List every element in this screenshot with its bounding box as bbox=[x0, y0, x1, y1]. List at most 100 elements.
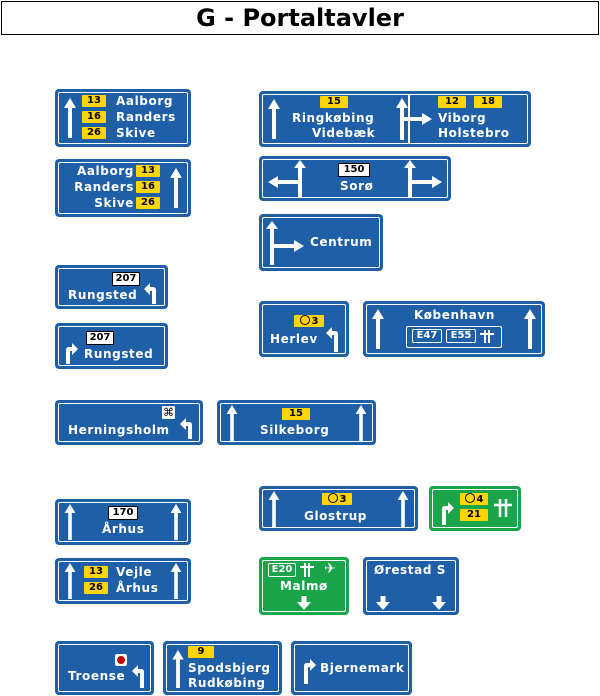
destination-label: Holstebro bbox=[438, 126, 510, 140]
ring-number: 3 bbox=[311, 316, 319, 327]
split-arrow-icon bbox=[396, 98, 432, 140]
destination-label: Rungsted bbox=[84, 347, 154, 361]
sign-ringkobing-viborg: 15 Ringkøbing Videbæk 12 18 Viborg Holst… bbox=[260, 92, 530, 146]
arrow-up-icon bbox=[170, 504, 182, 540]
arrow-down-icon bbox=[376, 596, 390, 610]
destination-label: Randers bbox=[116, 110, 176, 124]
route-number: 170 bbox=[108, 506, 138, 520]
sign-rungsted-left-turn: 207 Rungsted bbox=[56, 266, 167, 308]
turn-right-arrow-icon bbox=[304, 659, 316, 684]
destination-label: Herlev bbox=[270, 332, 318, 346]
arrow-up-icon bbox=[170, 168, 182, 208]
sign-orestad-s: Ørestad S bbox=[364, 558, 458, 614]
route-number: 207 bbox=[112, 272, 140, 286]
arrow-up-icon bbox=[372, 308, 384, 350]
turn-left-arrow-icon bbox=[144, 283, 156, 304]
arrow-up-icon bbox=[64, 563, 76, 599]
destination-label: Sorø bbox=[340, 179, 374, 193]
split-left-arrow-icon bbox=[268, 160, 306, 198]
turn-left-arrow-icon bbox=[132, 665, 144, 688]
sign-aalborg-randers-skive-right-arrow: Aalborg Randers Skive 13 16 26 bbox=[56, 160, 190, 216]
destination-label: Spodsbjerg bbox=[188, 661, 271, 675]
destination-label: Videbæk bbox=[312, 126, 376, 140]
motorway-icon bbox=[480, 330, 494, 343]
airport-icon: ✈ bbox=[324, 561, 336, 577]
destination-label: Glostrup bbox=[304, 509, 367, 523]
destination-label: Herningsholm bbox=[68, 423, 170, 437]
ring-number: 4 bbox=[476, 494, 484, 505]
route-number: 13 bbox=[136, 165, 160, 177]
route-number: 150 bbox=[338, 163, 370, 177]
destination-label: Ringkøbing bbox=[292, 111, 375, 125]
route-number: 26 bbox=[84, 582, 108, 594]
destination-label: Randers bbox=[74, 180, 134, 194]
sign-aalborg-randers-skive-left-arrow: 13 16 26 Aalborg Randers Skive bbox=[56, 90, 190, 146]
ring-road-number: 4 bbox=[460, 493, 488, 505]
sign-arhus-170: 170 Århus bbox=[56, 500, 190, 544]
turn-left-arrow-icon bbox=[326, 327, 338, 352]
arrow-up-icon bbox=[268, 98, 280, 140]
arrow-down-icon bbox=[297, 596, 311, 610]
destination-label: København bbox=[414, 308, 496, 322]
route-number: 13 bbox=[84, 566, 108, 578]
arrow-up-icon bbox=[524, 308, 536, 350]
ferry-symbol-icon bbox=[115, 654, 127, 666]
route-number: E55 bbox=[446, 329, 476, 343]
route-number: 12 bbox=[438, 96, 466, 108]
arrow-up-icon bbox=[355, 405, 367, 441]
sign-herlev: 3 Herlev bbox=[260, 302, 348, 356]
destination-label: Ørestad S bbox=[374, 563, 447, 577]
destination-label: Bjernemark bbox=[320, 661, 405, 675]
arrow-down-icon bbox=[432, 596, 446, 610]
route-number: 9 bbox=[188, 646, 214, 658]
motorway-route-box bbox=[406, 326, 502, 348]
sign-kobenhavn: København E47 E55 bbox=[364, 302, 544, 356]
sign-troense: Troense bbox=[56, 642, 153, 694]
route-number: 13 bbox=[82, 95, 106, 107]
ring-number: 3 bbox=[339, 494, 347, 505]
route-number: 15 bbox=[320, 96, 348, 108]
split-right-arrow-icon bbox=[404, 160, 442, 198]
sign-bjernemark: Bjernemark bbox=[292, 642, 411, 694]
destination-label: Rungsted bbox=[68, 288, 138, 302]
turn-right-arrow-icon bbox=[442, 502, 454, 525]
route-number: 26 bbox=[136, 197, 160, 209]
sign-spodsbjerg-rudkobing: 9 Spodsbjerg Rudkøbing bbox=[164, 642, 281, 694]
sign-centrum: Centrum bbox=[260, 215, 382, 270]
motorway-icon bbox=[300, 563, 314, 577]
sign-ring4-route21: 4 21 bbox=[430, 487, 520, 530]
arrow-up-icon bbox=[268, 491, 280, 527]
route-number: 16 bbox=[136, 181, 160, 193]
destination-label: Aalborg bbox=[116, 94, 174, 108]
destination-label: Skive bbox=[94, 196, 134, 210]
destination-label: Troense bbox=[68, 669, 126, 683]
arrow-up-icon bbox=[170, 563, 182, 599]
route-number: 16 bbox=[82, 111, 106, 123]
arrow-up-icon bbox=[64, 504, 76, 540]
route-number: 207 bbox=[86, 331, 114, 345]
destination-label: Viborg bbox=[438, 111, 487, 125]
destination-label: Vejle bbox=[116, 565, 153, 579]
route-number: 15 bbox=[282, 408, 310, 420]
destination-label: Malmø bbox=[280, 579, 328, 593]
destination-label: Århus bbox=[116, 581, 159, 595]
sign-silkeborg: 15 Silkeborg bbox=[218, 401, 375, 444]
route-number: 18 bbox=[474, 96, 502, 108]
turn-right-arrow-icon bbox=[66, 343, 78, 364]
sight-symbol-icon: ⌘ bbox=[162, 406, 175, 419]
route-number: 26 bbox=[82, 127, 106, 139]
route-number: E20 bbox=[268, 563, 296, 577]
sign-rungsted-right-turn: 207 Rungsted bbox=[56, 324, 167, 368]
arrow-up-icon bbox=[397, 491, 409, 527]
page-title: G - Portaltavler bbox=[1, 1, 599, 35]
ring-road-number: 3 bbox=[294, 315, 324, 327]
sign-vejle-arhus: 13 26 Vejle Århus bbox=[56, 559, 190, 603]
turn-left-arrow-icon bbox=[180, 418, 192, 439]
destination-label: Centrum bbox=[310, 235, 373, 249]
route-number: E47 bbox=[412, 329, 442, 343]
destination-label: Silkeborg bbox=[260, 423, 330, 437]
sign-malmo: E20 ✈ Malmø bbox=[260, 558, 348, 614]
sign-glostrup: 3 Glostrup bbox=[260, 487, 417, 530]
motorway-icon bbox=[494, 499, 512, 517]
sign-herningsholm: ⌘ Herningsholm bbox=[56, 401, 202, 444]
